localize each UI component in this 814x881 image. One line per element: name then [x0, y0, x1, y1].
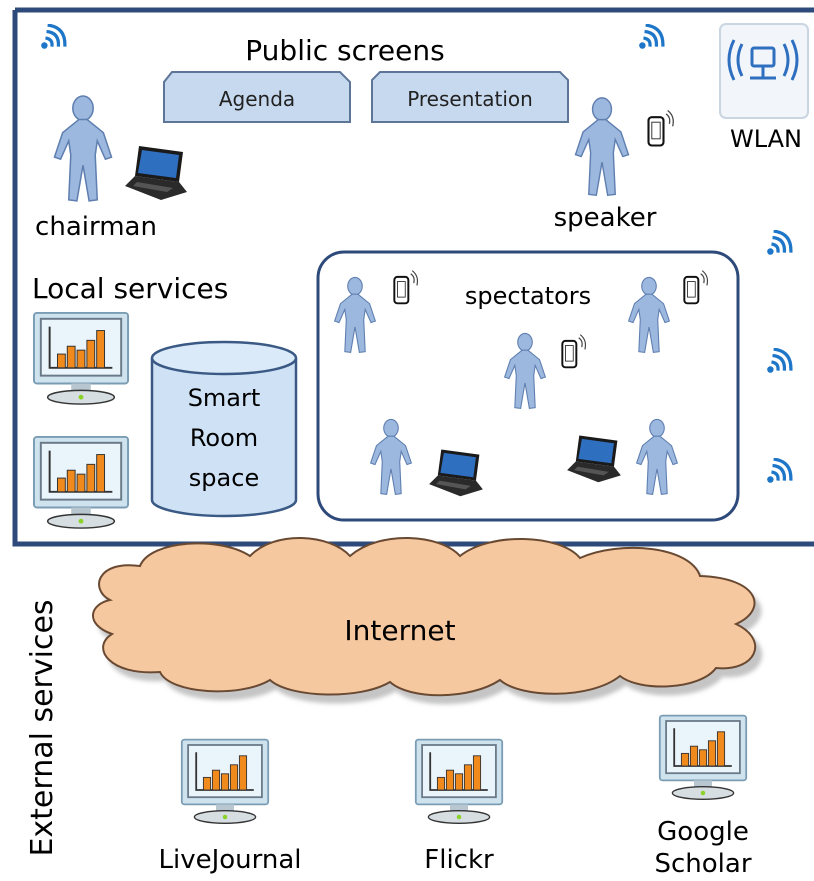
wifi-signal-icon [765, 348, 793, 375]
wifi-signal-icon [765, 230, 793, 257]
mobile-phone-icon [393, 269, 419, 305]
spectator-person-icon [628, 276, 670, 353]
wifi-signal-icon [39, 24, 67, 51]
presentation-screen: Presentation [371, 71, 569, 123]
spectators-label: spectators [465, 282, 591, 310]
google-label-line2: Scholar [654, 849, 751, 879]
local-services-title: Local services [32, 272, 228, 305]
mobile-phone-icon [561, 333, 587, 369]
space-label-line2: Room [190, 424, 258, 452]
speaker-label: speaker [554, 203, 657, 233]
space-label-line1: Smart [188, 384, 261, 412]
internet-label: Internet [344, 614, 455, 647]
spectator-person-icon [504, 332, 546, 409]
flickr-monitor-icon [414, 738, 504, 825]
chairman-label: chairman [35, 212, 157, 242]
wifi-signal-icon [765, 458, 793, 485]
local-service-monitor-icon [32, 311, 130, 406]
laptop-icon [567, 435, 621, 483]
spectators-group-box [316, 250, 740, 522]
local-service-monitor-icon [32, 435, 130, 530]
spectator-person-icon [334, 276, 376, 353]
external-services-label: External services [25, 599, 60, 856]
livejournal-monitor-icon [180, 738, 270, 825]
smart-room-space-cylinder [150, 340, 298, 518]
mobile-phone-icon [683, 269, 709, 305]
agenda-label: Agenda [219, 87, 295, 111]
wifi-signal-icon [637, 24, 665, 51]
mobile-phone-icon [647, 109, 675, 147]
spectator-person-icon [636, 418, 678, 495]
google-scholar-monitor-icon [658, 714, 748, 801]
public-screens-title: Public screens [245, 34, 444, 67]
flickr-label: Flickr [424, 845, 494, 875]
wlan-label: WLAN [730, 125, 802, 153]
presentation-label: Presentation [407, 87, 533, 111]
internet-cloud [92, 537, 757, 697]
chairman-person-icon [53, 95, 113, 202]
space-label-line3: space [189, 464, 259, 492]
speaker-person-icon [574, 97, 630, 197]
google-label-line1: Google [657, 817, 749, 847]
wlan-router-icon [719, 23, 809, 119]
livejournal-label: LiveJournal [158, 845, 301, 875]
spectator-person-icon [370, 418, 412, 495]
laptop-icon [125, 146, 187, 200]
agenda-screen: Agenda [163, 71, 351, 123]
laptop-icon [429, 449, 483, 497]
